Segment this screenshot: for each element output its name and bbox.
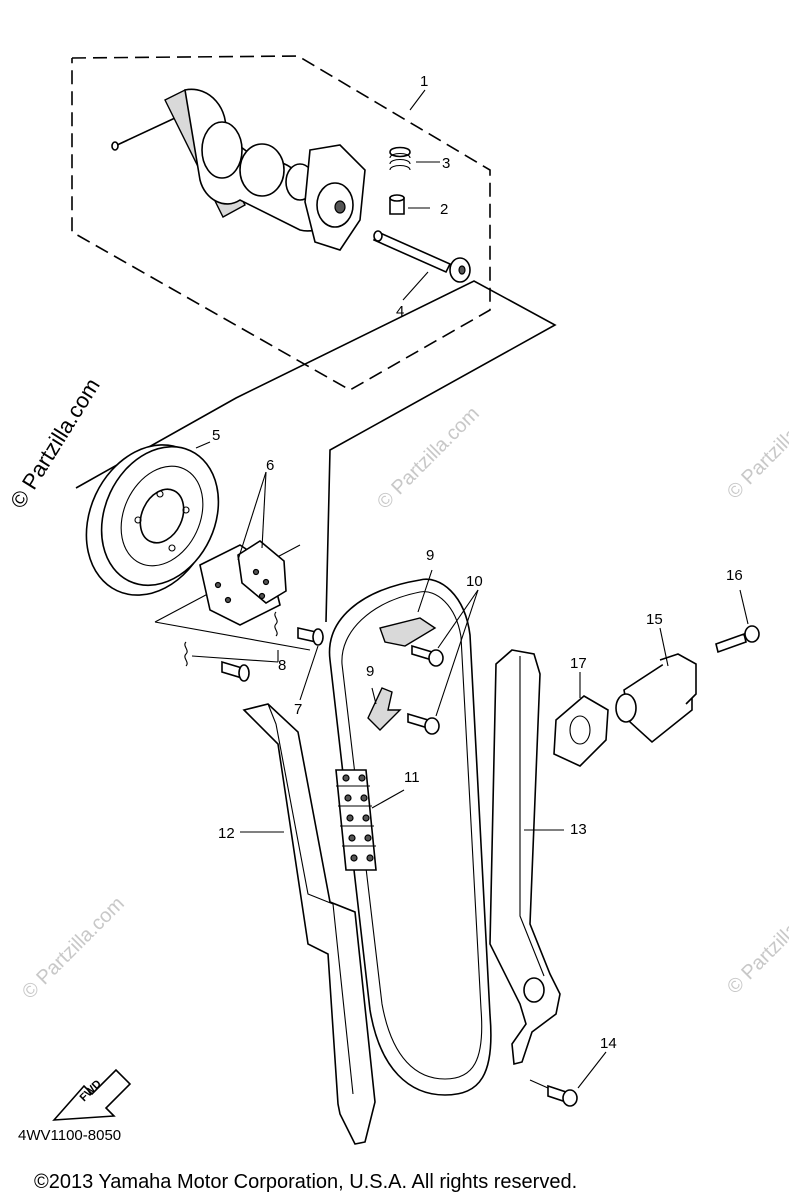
drawing-code: 4WV1100-8050 — [18, 1127, 121, 1144]
chain-guide-part — [489, 649, 564, 1066]
chain-guide-part — [367, 569, 437, 731]
group-boundary-line — [154, 621, 311, 651]
spring-part — [184, 611, 279, 667]
callout-labels: 1 2 3 4 5 6 7 8 9 9 10 11 12 13 14 15 16… — [212, 73, 743, 1052]
bolt-part — [221, 627, 324, 701]
watermark: © Partzilla.com — [723, 888, 789, 999]
callout-label: 13 — [570, 821, 587, 838]
gasket-part — [553, 672, 609, 767]
callout-label: 4 — [396, 303, 404, 320]
callout-label: 3 — [442, 155, 450, 172]
chain-guide-part — [240, 703, 376, 1145]
cam-chain-part — [328, 578, 492, 1096]
decompressor-shaft-part — [372, 230, 471, 301]
leader-line — [409, 89, 426, 111]
group-boundary-line — [75, 280, 557, 623]
chain-links-part — [335, 769, 405, 871]
callout-label: 9 — [366, 663, 374, 680]
watermark: © Partzilla.com — [723, 393, 789, 504]
callout-label: 8 — [278, 657, 286, 674]
callout-label: 15 — [646, 611, 663, 628]
tensioner-part — [615, 627, 697, 744]
bolt-part — [715, 589, 760, 654]
camshaft-part — [111, 88, 366, 251]
callout-label: 17 — [570, 655, 587, 672]
callout-label: 1 — [420, 73, 428, 90]
callout-label: 12 — [218, 825, 235, 842]
callout-label: 9 — [426, 547, 434, 564]
watermark: © Partzilla.com — [373, 403, 484, 514]
bolt-part — [407, 589, 479, 735]
plate-part — [199, 471, 287, 626]
copyright-notice: ©2013 Yamaha Motor Corporation, U.S.A. A… — [34, 1171, 577, 1193]
callout-label: 7 — [294, 701, 302, 718]
callout-label: 10 — [466, 573, 483, 590]
callout-label: 16 — [726, 567, 743, 584]
assembly-boundary-dashed — [71, 55, 491, 391]
cam-chain-part — [341, 591, 483, 1080]
cam-sprocket-part — [85, 441, 220, 596]
callout-label: 5 — [212, 427, 220, 444]
watermark: © Partzilla.com — [18, 893, 129, 1004]
pin-part — [389, 194, 430, 215]
forward-arrow: FWD — [52, 1068, 132, 1121]
bolt-part — [529, 1051, 607, 1107]
callout-label: 2 — [440, 201, 448, 218]
callout-label: 11 — [404, 769, 420, 786]
watermark-main: © Partzilla.com — [5, 374, 105, 513]
spring-part — [389, 146, 440, 171]
callout-label: 14 — [600, 1035, 617, 1052]
callout-label: 6 — [266, 457, 274, 474]
